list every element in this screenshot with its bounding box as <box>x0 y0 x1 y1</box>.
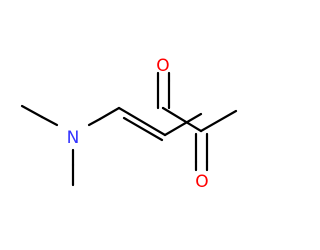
bond-n-c5 <box>98 106 121 121</box>
bond-c4-c3 <box>163 112 203 137</box>
bond-c3-c2 <box>161 106 203 133</box>
bond-n-methyl-upper-blue <box>40 115 59 127</box>
bond-c5-c4-double <box>122 116 164 142</box>
atom-label-nitrogen: N <box>67 128 80 148</box>
bond-n-methyl-upper <box>20 104 44 119</box>
bond-c5-c4 <box>117 106 167 137</box>
molecule-structure: N O O <box>20 56 238 192</box>
bond-c2-c1 <box>199 109 238 133</box>
bond-n-c5-blue <box>87 117 102 127</box>
atom-label-oxygen-ketone-upper: O <box>156 56 169 76</box>
atom-label-oxygen-ketone-lower: O <box>195 172 208 192</box>
